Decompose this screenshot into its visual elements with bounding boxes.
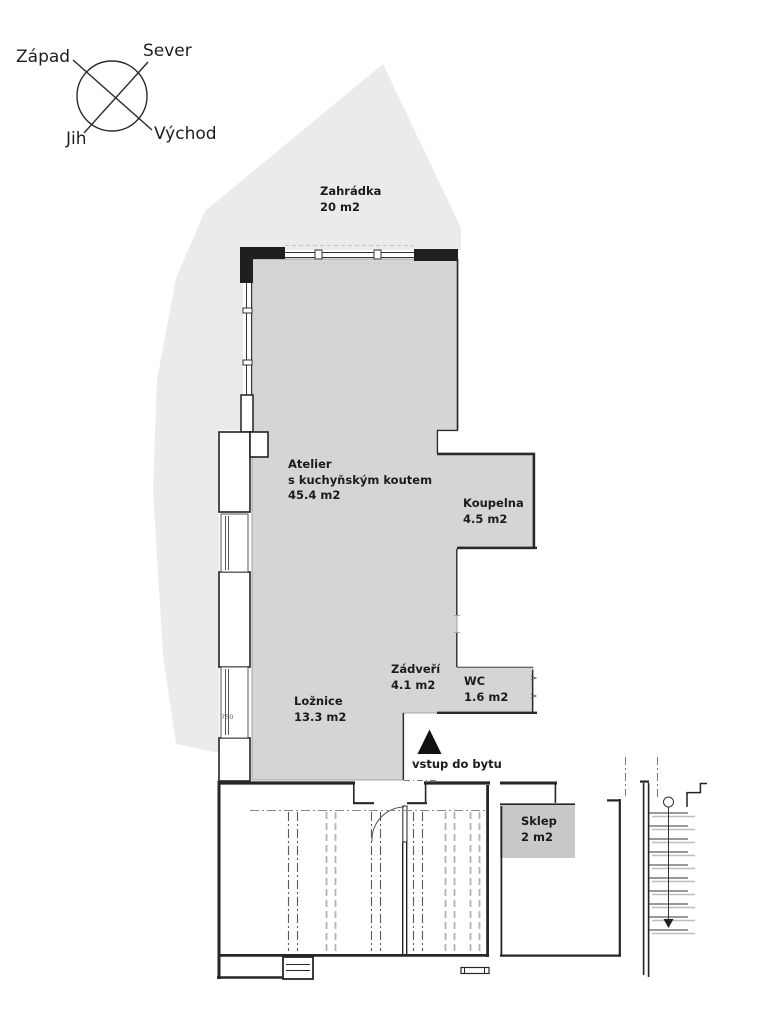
room-area: 4.5 m2 — [463, 511, 508, 526]
label-zahradka: Zahrádka 20 m2 — [320, 184, 381, 215]
partition-wall — [402, 842, 408, 956]
compass-label-north: Sever — [143, 41, 192, 61]
stair-treads-light — [652, 815, 695, 935]
north-wall — [240, 245, 458, 283]
entry-step — [282, 956, 314, 980]
room-subtitle: s kuchyňským koutem — [288, 472, 433, 487]
door-leaf — [402, 805, 408, 843]
koupelna-walls — [437, 452, 537, 549]
west-window-1 — [220, 513, 249, 573]
lower-building — [217, 781, 490, 980]
east-walls — [402, 259, 538, 781]
window-dimension: 750 — [221, 713, 234, 721]
label-zadveri: Zádveří 4.1 m2 — [391, 662, 440, 693]
compass-label-south: Jih — [66, 129, 87, 149]
room-area: 45.4 m2 — [288, 488, 341, 502]
west-upper-window — [242, 283, 253, 395]
sklep-room — [500, 781, 621, 957]
label-koupelna: Koupelna 4.5 m2 — [463, 496, 524, 527]
compass-rose — [72, 59, 153, 134]
garden-area — [153, 64, 461, 753]
entrance-text: vstup do bytu — [412, 757, 502, 771]
projection-lines-dark — [287, 812, 424, 951]
compass-label-east: Východ — [154, 124, 217, 144]
stair-start-circle — [663, 796, 674, 808]
room-name: Zádveří — [391, 662, 441, 676]
compass-axis-north-south — [83, 61, 149, 134]
north-window-band — [285, 249, 414, 260]
room-name: Sklep — [521, 814, 557, 828]
projection-lines-light — [325, 812, 481, 951]
door-swing-arc — [371, 806, 405, 842]
stair-direction-arrow — [663, 919, 674, 928]
staircase — [625, 757, 707, 977]
lintel-symbol — [460, 966, 490, 975]
room-area: 13.3 m2 — [294, 709, 347, 724]
room-name: Zahrádka — [320, 184, 382, 198]
room-name: WC — [464, 674, 486, 688]
wc-walls — [437, 666, 538, 714]
label-entrance: vstup do bytu — [412, 757, 502, 773]
compass-label-west: Západ — [16, 47, 71, 67]
room-name: Koupelna — [463, 496, 524, 510]
label-sklep: Sklep 2 m2 — [521, 814, 557, 845]
room-area: 20 m2 — [320, 199, 360, 214]
west-window-2 — [220, 666, 249, 739]
sklep-area — [500, 806, 575, 858]
entrance-arrow — [417, 729, 442, 754]
room-area: 4.1 m2 — [391, 677, 436, 692]
west-wall-piece — [240, 394, 254, 433]
room-area: 2 m2 — [521, 829, 553, 844]
compass-circle — [76, 60, 148, 132]
compass-axis-west-east — [72, 59, 153, 131]
room-area: 1.6 m2 — [464, 689, 509, 704]
room-name: Atelier — [288, 457, 332, 471]
stair-cut-symbol — [686, 783, 702, 807]
label-atelier: Atelier s kuchyňským koutem 45.4 m2 — [288, 457, 432, 504]
room-name: Ložnice — [294, 694, 343, 708]
label-loznice: Ložnice 13.3 m2 — [294, 694, 346, 725]
label-wc: WC 1.6 m2 — [464, 674, 508, 705]
